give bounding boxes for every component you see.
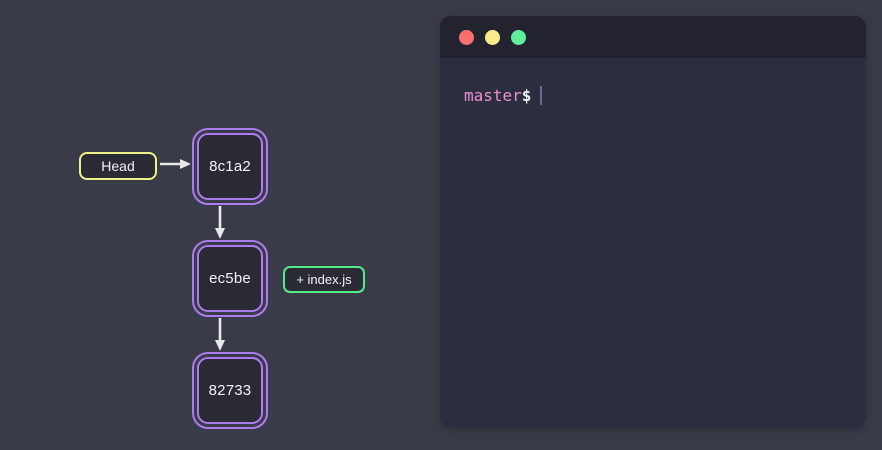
terminal-titlebar[interactable]: [440, 16, 866, 58]
commit-node-inner: 82733: [197, 357, 263, 424]
terminal-prompt-line: master$: [464, 86, 842, 106]
close-icon[interactable]: [459, 29, 474, 45]
git-commit-graph: Head 8c1a2 ec5be + index.js 82733: [0, 0, 440, 450]
commit-node-inner: ec5be: [197, 245, 263, 312]
terminal-cursor: [540, 86, 543, 106]
maximize-icon[interactable]: [511, 29, 526, 45]
commit-node-inner: 8c1a2: [197, 133, 263, 200]
terminal-output-area[interactable]: master$: [440, 58, 866, 428]
arrow-down-icon: [215, 206, 225, 239]
terminal-window: master$: [440, 16, 866, 428]
head-ref-label[interactable]: Head: [79, 152, 157, 180]
minimize-icon[interactable]: [485, 29, 500, 45]
terminal-branch-name: master: [464, 86, 522, 105]
commit-node[interactable]: ec5be: [192, 240, 268, 317]
terminal-prompt-sigil: $: [521, 86, 532, 105]
commit-hash-label: 82733: [208, 382, 252, 399]
arrow-right-icon: [160, 159, 191, 169]
commit-hash-label: 8c1a2: [209, 158, 251, 175]
arrow-down-icon: [215, 318, 225, 351]
file-change-label[interactable]: + index.js: [283, 266, 365, 293]
head-ref-text: Head: [101, 158, 135, 174]
commit-node[interactable]: 82733: [192, 352, 268, 429]
commit-node[interactable]: 8c1a2: [192, 128, 268, 205]
file-change-text: + index.js: [296, 272, 352, 287]
commit-hash-label: ec5be: [209, 270, 251, 287]
